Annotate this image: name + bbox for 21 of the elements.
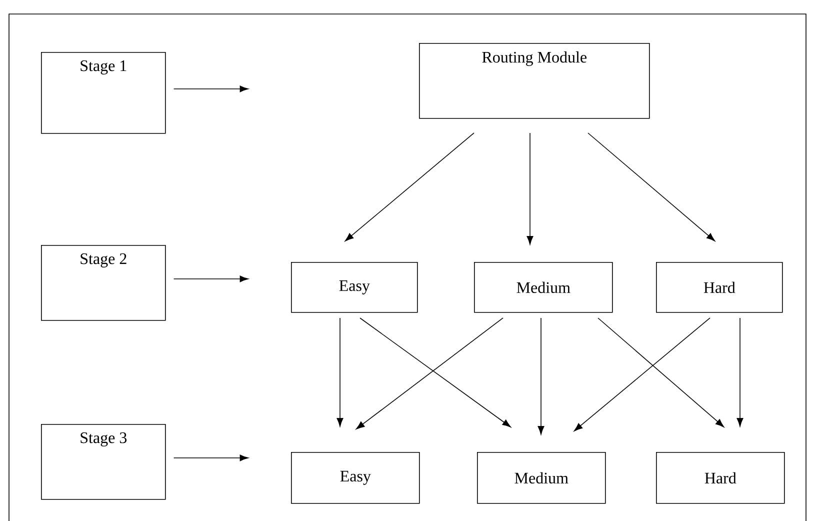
- level-box: Easy: [291, 262, 418, 313]
- level-box: Medium: [477, 452, 606, 504]
- arrow: [526, 132, 534, 245]
- arrow: [173, 276, 248, 282]
- arrow: [736, 318, 744, 427]
- arrow: [538, 318, 544, 435]
- level-box: Easy: [291, 452, 420, 504]
- level-box: Hard: [656, 262, 783, 313]
- arrow: [344, 132, 474, 242]
- module-box: Routing Module: [419, 43, 650, 119]
- level-box: Hard: [656, 452, 785, 504]
- arrow: [598, 318, 724, 428]
- arrow: [574, 318, 710, 432]
- stage-box: Stage 2: [41, 244, 166, 321]
- arrow: [173, 86, 248, 92]
- level-box: Medium: [474, 262, 613, 313]
- arrow: [336, 318, 344, 427]
- arrow: [173, 454, 248, 462]
- stage-box: Stage 3: [41, 424, 166, 500]
- stage-box: Stage 1: [41, 52, 166, 134]
- arrow: [588, 132, 716, 242]
